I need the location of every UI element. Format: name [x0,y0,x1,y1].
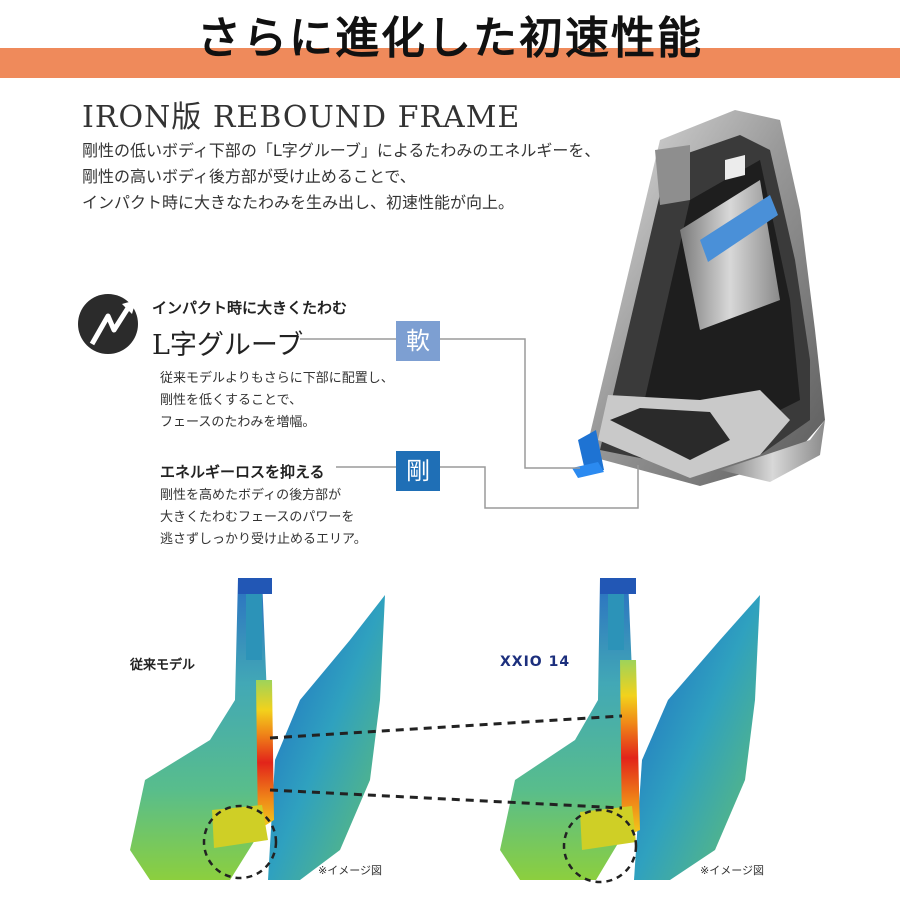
energy-loss-description: 剛性を高めたボディの後方部が 大きくたわむフェースのパワーを 逃さずしっかり受け… [160,485,367,551]
iron-head-image [572,110,825,486]
l-groove-title: L字グルーブ [152,330,304,361]
desc-line: 大きくたわむフェースのパワーを [160,510,355,525]
image-note-left: ※イメージ図 [318,864,382,877]
desc-line: フェースのたわみを増幅。 [160,415,316,430]
energy-loss-title: エネルギーロスを抑える [160,463,325,481]
soft-badge: 軟 [396,321,440,361]
old-model-label: 従来モデル [130,658,196,673]
l-groove-highlight-left [202,804,278,880]
leader-lines [300,338,639,509]
l-groove-subtitle: インパクト時に大きくたわむ [152,299,348,317]
intro-line: 剛性の高いボディ後方部が受け止めることで、 [82,167,416,186]
desc-line: 逃さずしっかり受け止めるエリア。 [160,532,367,547]
comparison-dashed-lines [269,714,623,810]
page-title: さらに進化した初速性能 [197,13,703,64]
desc-line: 剛性を低くすることで、 [160,393,303,408]
l-groove-highlight-right [562,808,638,884]
fea-old-model-image [130,578,385,880]
desc-line: 従来モデルよりもさらに下部に配置し、 [160,371,394,386]
rigid-badge: 剛 [396,451,440,491]
desc-line: 剛性を高めたボディの後方部が [160,488,342,503]
fea-xxio14-image [500,578,760,880]
xxio14-label: XXIO 14 [500,654,571,670]
lightning-arrow-icon [78,294,138,354]
rebound-frame-title: IRON版 REBOUND FRAME [82,100,521,135]
intro-line: 剛性の低いボディ下部の「L字グルーブ」によるたわみのエネルギーを、 [82,141,601,160]
image-note-right: ※イメージ図 [700,864,764,877]
l-groove-description: 従来モデルよりもさらに下部に配置し、 剛性を低くすることで、 フェースのたわみを… [160,368,394,434]
frame-intro: 剛性の低いボディ下部の「L字グルーブ」によるたわみのエネルギーを、 剛性の高いボ… [82,138,642,216]
header-band [0,48,900,78]
intro-line: インパクト時に大きなたわみを生み出し、初速性能が向上。 [82,193,515,212]
